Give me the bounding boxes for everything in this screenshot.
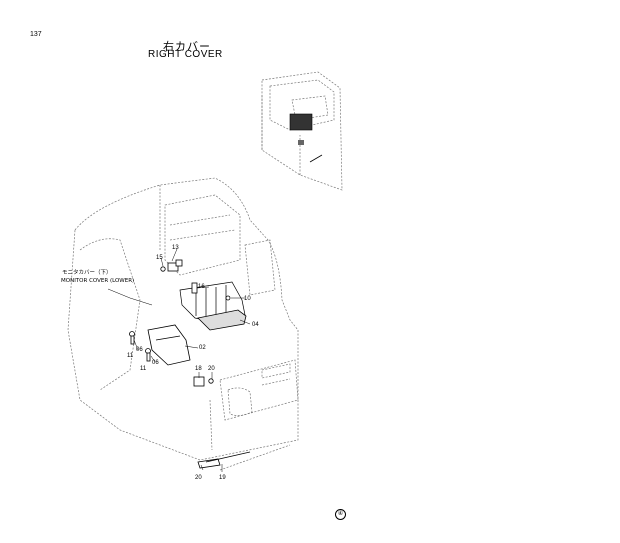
- leader-lines: [107, 248, 251, 472]
- callout-06-lower: 06: [152, 360, 159, 366]
- note-english: MONITOR COVER (LOWER): [61, 278, 134, 284]
- callout-11-lower: 11: [140, 366, 147, 372]
- callout-labels: 13 15 16 10 04 02 06 11 06 11 18 20 20 1…: [127, 245, 259, 481]
- cab-outline-main: [67, 177, 299, 471]
- footer-mark: ④: [335, 509, 346, 520]
- page-number: 137: [30, 31, 42, 38]
- small-parts: [129, 259, 251, 469]
- monitor-inset: [289, 113, 323, 163]
- cover-part-02: [147, 324, 191, 366]
- title-english: RIGHT COVER: [148, 49, 223, 60]
- callout-04: 04: [252, 322, 259, 328]
- callout-10: 10: [244, 296, 251, 302]
- callout-20-upper: 20: [208, 366, 215, 372]
- callout-19: 19: [219, 475, 226, 481]
- note-japanese: モニタカバー（下）: [62, 268, 112, 276]
- callout-15: 15: [156, 255, 163, 261]
- cover-part-04: [197, 309, 247, 331]
- cab-outline-inset: [261, 71, 343, 191]
- callout-06-upper: 06: [136, 347, 143, 353]
- callout-02: 02: [199, 345, 206, 351]
- callout-18: 18: [195, 366, 202, 372]
- callout-11-upper: 11: [127, 353, 134, 359]
- callout-20-lower: 20: [195, 475, 202, 481]
- title-japanese: 右カバー: [163, 40, 211, 53]
- callout-16: 16: [198, 284, 205, 290]
- callout-13: 13: [172, 245, 179, 251]
